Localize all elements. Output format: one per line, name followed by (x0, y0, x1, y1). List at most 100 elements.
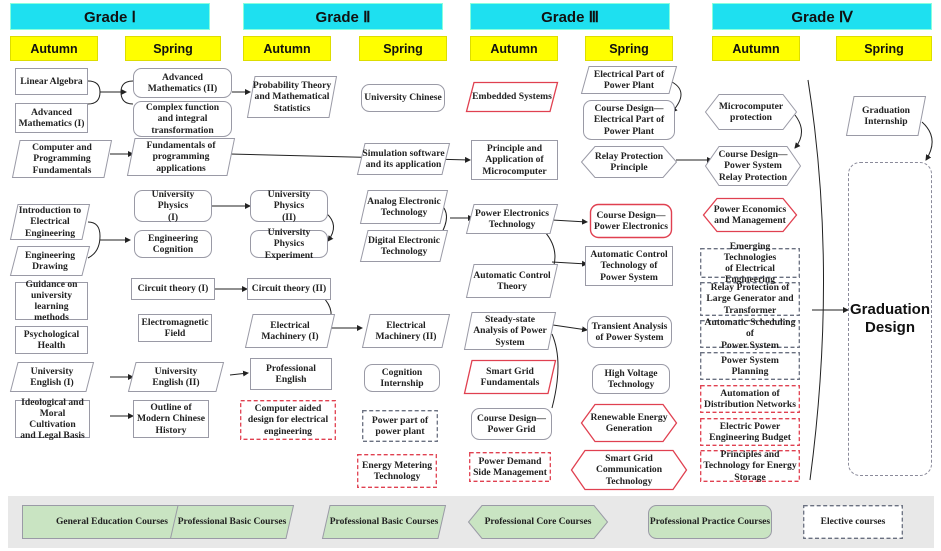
legend-elective: Elective courses (803, 505, 903, 539)
course-energy-metering: Energy Metering Technology (357, 454, 437, 488)
course-label: Principles and Technology for Energy Sto… (703, 449, 797, 483)
course-cad-ee: Computer aided design for electrical eng… (240, 400, 336, 440)
course-label: Automatic Scheduling of Power System (704, 317, 796, 351)
course-label: Advanced Mathematics (II) (147, 71, 218, 94)
course-label: Automation of Distribution Networks (704, 387, 796, 410)
course-label: Emerging Technologies of Electrical Engi… (723, 240, 777, 286)
course-uni-physics-1: University Physics (I) (134, 189, 212, 223)
grade-1-header: Grade Ⅰ (10, 3, 210, 30)
course-physics-experiment: University Physics Experiment (250, 227, 328, 261)
course-label: University Physics (II) (267, 189, 311, 223)
course-label: Course Design— Power System Relay Protec… (718, 149, 788, 183)
course-elec-machinery-2: Electrical Machinery (II) (361, 314, 451, 348)
grade-1-spring: Spring (125, 36, 221, 61)
course-eng-cognition: Engineering Cognition (134, 230, 212, 258)
course-label: Computer aided design for electrical eng… (247, 403, 329, 437)
course-label: University English (I) (30, 365, 74, 388)
course-analog: Analog Electronic Technology (359, 190, 449, 224)
course-cognition-internship: Cognition Internship (364, 364, 440, 392)
course-label: Automatic Control Technology of Power Sy… (590, 249, 668, 283)
course-label: Ideological and Moral Cultivation and Le… (20, 396, 85, 442)
course-label: University Physics (I) (151, 189, 195, 223)
course-elec-machinery-1: Electrical Machinery (I) (244, 314, 336, 348)
course-label: Steady-state Analysis of Power System (473, 314, 547, 348)
course-high-voltage: High Voltage Technology (592, 364, 670, 394)
course-fund-programming: Fundamentals of programming applications (126, 138, 236, 176)
course-label: Smart Grid Fundamentals (480, 365, 540, 388)
grade-3-spring: Spring (585, 36, 673, 61)
course-label: Circuit theory (II) (251, 283, 327, 295)
legend-label: Professional Basic Courses (329, 517, 439, 527)
course-label: Smart Grid Communication Technology (595, 453, 663, 487)
course-computer-programming: Computer and Programming Fundamentals (11, 140, 113, 178)
legend-label: Elective courses (820, 517, 886, 527)
course-uni-chinese: University Chinese (361, 84, 445, 112)
course-label: Power System Planning (721, 354, 779, 377)
course-label: Course Design— Electrical Part of Power … (593, 103, 665, 137)
course-demand-side: Power Demand Side Management (469, 452, 551, 482)
course-smart-grid-fund: Smart Grid Fundamentals (463, 359, 557, 395)
course-circuit-1: Circuit theory (I) (131, 278, 215, 300)
course-label: Analog Electronic Technology (367, 195, 441, 218)
course-cd-elec-part: Course Design— Electrical Part of Power … (583, 100, 675, 140)
course-circuit-2: Circuit theory (II) (247, 278, 331, 300)
course-distribution-auto: Automation of Distribution Networks (700, 385, 800, 413)
course-label: Course Design— Power Grid (476, 412, 547, 435)
course-label: Power Economics and Management (713, 203, 787, 226)
legend-professional-basic-1: Professional Basic Courses (169, 505, 295, 539)
course-label: High Voltage Technology (604, 367, 658, 390)
course-elec-part-plant: Electrical Part of Power Plant (580, 66, 678, 94)
grade-1-autumn: Autumn (10, 36, 98, 61)
course-label: University Physics Experiment (264, 227, 314, 261)
course-label: University Chinese (364, 92, 442, 104)
course-label: Energy Metering Technology (361, 459, 433, 482)
course-label: Relay Protection of Large Generator and … (706, 282, 794, 316)
course-uni-physics-2: University Physics (II) (250, 189, 328, 223)
course-label: Electromagnetic Field (141, 316, 209, 339)
course-complex-function: Complex function and integral transforma… (133, 101, 232, 137)
course-eng-drawing: Engineering Drawing (9, 246, 91, 276)
course-psych-health: Psychological Health (15, 326, 88, 354)
course-emerging-tech: Emerging Technologies of Electrical Engi… (700, 241, 800, 285)
grade-4-spring: Spring (836, 36, 932, 61)
course-label: Psychological Health (23, 328, 80, 351)
course-label: Automatic Control Theory (473, 269, 551, 292)
course-simulation: Simulation software and its application (356, 143, 451, 175)
grade-2-autumn: Autumn (243, 36, 331, 61)
grade-3-autumn: Autumn (470, 36, 558, 61)
graduation-design-label: Graduation Design (849, 301, 930, 336)
course-label: Microcomputer protection (718, 100, 784, 123)
grade-2-header: Grade Ⅱ (243, 3, 443, 30)
grade-3-header: Grade Ⅲ (470, 3, 670, 30)
grade-4-header: Grade Ⅳ (712, 3, 932, 30)
course-label: Power part of power plant (371, 414, 429, 437)
legend-professional-practice: Professional Practice Courses (648, 505, 772, 539)
course-grad-internship: Graduation Internship (845, 96, 927, 136)
course-label: Principle and Application of Microcomput… (482, 143, 547, 177)
legend-professional-core: Professional Core Courses (467, 505, 609, 539)
course-label: Electrical Machinery (I) (261, 319, 319, 342)
course-guidance: Guidance on university learning methods (15, 278, 88, 324)
course-label: Probability Theory and Mathematical Stat… (252, 80, 332, 114)
course-label: Relay Protection Principle (594, 150, 664, 173)
course-label: Electrical Part of Power Plant (593, 68, 665, 91)
course-steady-state: Steady-state Analysis of Power System (463, 312, 557, 350)
course-renewable: Renewable Energy Generation (580, 403, 678, 443)
course-digital: Digital Electronic Technology (359, 230, 449, 262)
course-label: Digital Electronic Technology (367, 234, 441, 257)
course-intro-ee: Introduction to Electrical Engineering (9, 204, 91, 240)
course-label: Guidance on university learning methods (25, 278, 78, 324)
course-cd-power-electronics: Course Design— Power Electronics (589, 203, 673, 239)
course-ps-planning: Power System Planning (700, 352, 800, 380)
course-auto-control-tech: Automatic Control Technology of Power Sy… (585, 246, 673, 286)
graduation-design-box: Graduation Design (848, 162, 932, 476)
legend-label: Professional Core Courses (484, 517, 592, 527)
course-budget: Electric Power Engineering Budget (700, 418, 800, 446)
legend-label: Professional Practice Courses (649, 517, 771, 527)
course-electromagnetic: Electromagnetic Field (138, 314, 212, 342)
course-uni-english-1: University English (I) (9, 362, 95, 392)
course-label: Complex function and integral transforma… (145, 102, 220, 136)
course-prof-english: Professional English (250, 358, 332, 390)
course-label: Fundamentals of programming applications (146, 140, 216, 174)
